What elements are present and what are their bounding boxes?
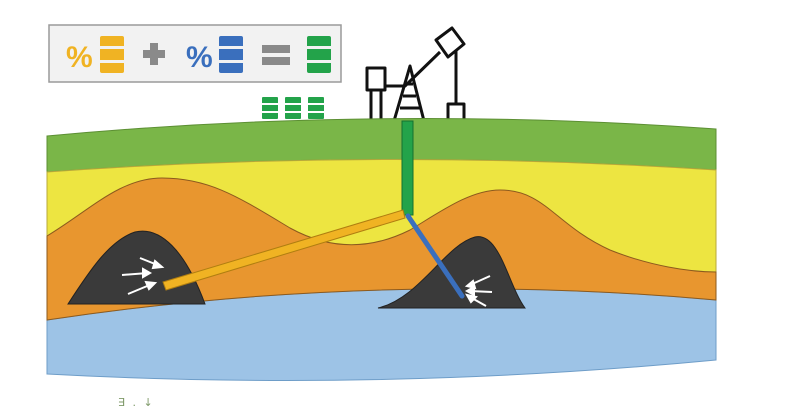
yellow-barrel-icon: [98, 36, 126, 73]
blue-barrel-icon: [217, 36, 245, 73]
caption-text: ∃ . ↓: [118, 396, 155, 409]
barrel-stack-icon: [260, 97, 326, 119]
green-barrel-icon: [305, 36, 333, 73]
blue-lateral-well: [405, 213, 465, 299]
flow-arrows-left: [121, 257, 165, 295]
legend-percent-1: %: [66, 41, 93, 74]
legend-box: % %: [48, 24, 342, 83]
oil-pump-jack-icon: [357, 26, 472, 123]
yellow-lateral-well: [162, 209, 406, 291]
flow-arrows-right: [464, 275, 493, 307]
plus-icon: [143, 43, 165, 65]
legend-percent-2: %: [186, 41, 213, 74]
equals-icon: [262, 45, 290, 65]
vertical-well: [401, 120, 414, 216]
reservoir-right: [377, 236, 526, 309]
